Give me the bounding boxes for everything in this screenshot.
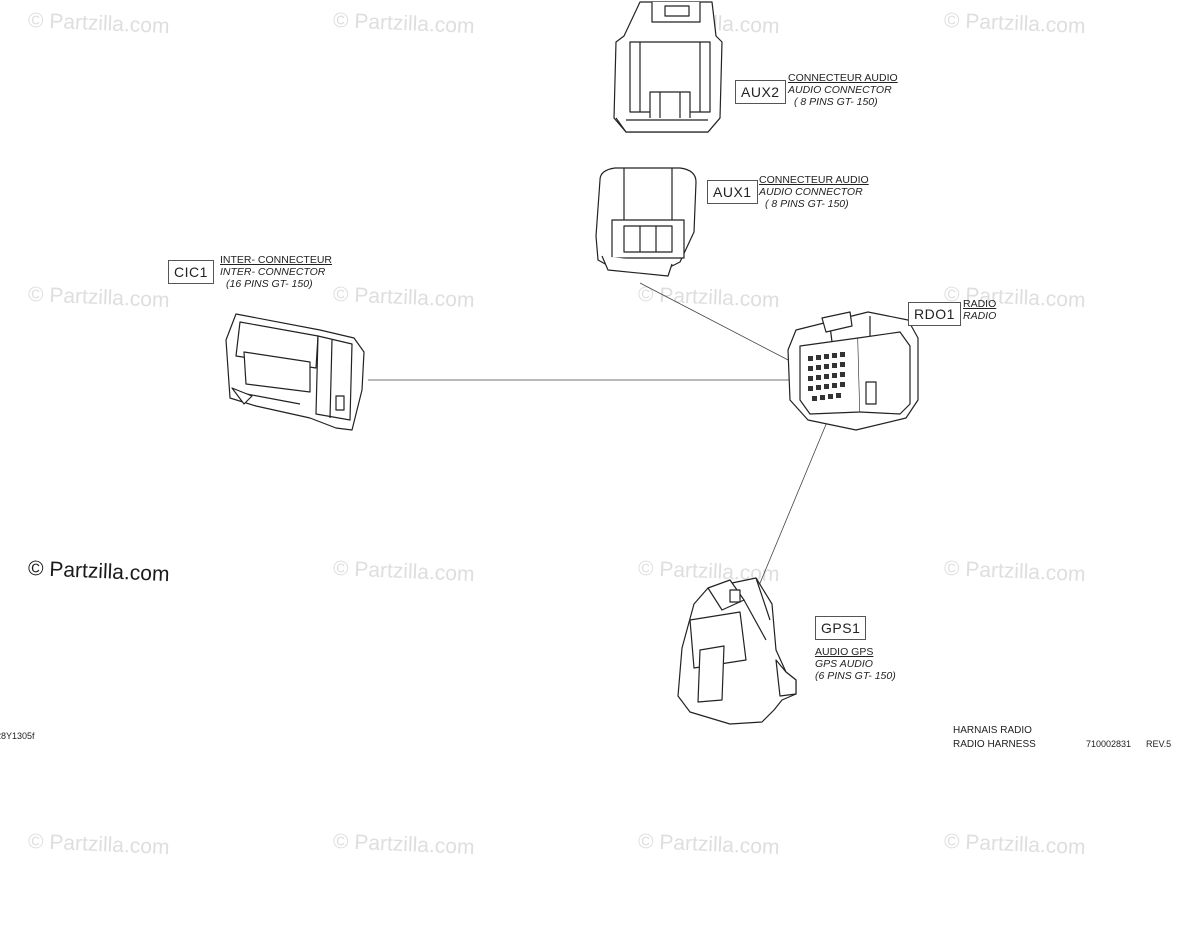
gps1-ref-box: GPS1 <box>815 616 867 640</box>
aux2-connector-drawing <box>613 1 723 133</box>
rdo1-pin-grid <box>808 352 845 401</box>
cic1-connector-drawing <box>225 313 365 431</box>
cic1-pins: (16 PINS GT- 150) <box>226 278 313 290</box>
cic1-ref-box: CIC1 <box>168 260 214 284</box>
cic1-label-en: INTER- CONNECTOR <box>220 266 326 278</box>
harness-wires <box>368 282 828 589</box>
aux2-ref-box: AUX2 <box>735 80 786 104</box>
gps1-pins: (6 PINS GT- 150) <box>815 670 896 682</box>
aux1-label-en: AUDIO CONNECTOR <box>759 186 863 198</box>
title-fr: HARNAIS RADIO <box>953 725 1032 736</box>
rdo1-label: RADIO RADIO <box>963 298 996 322</box>
rdo1-connector-drawing <box>787 311 919 431</box>
aux1-pins: ( 8 PINS GT- 150) <box>765 198 849 210</box>
rdo1-ref-box: RDO1 <box>908 302 961 326</box>
wire-aux1-rdo1 <box>639 282 793 363</box>
aux1-label-fr: CONNECTEUR AUDIO <box>759 174 869 186</box>
drawing-id: 28Y1305f <box>0 731 35 741</box>
wire-gps1-rdo1 <box>757 421 828 589</box>
aux2-label: CONNECTEUR AUDIO AUDIO CONNECTOR ( 8 PIN… <box>788 72 898 108</box>
cic1-label: INTER- CONNECTEUR INTER- CONNECTOR (16 P… <box>220 254 332 290</box>
part-number: 710002831 <box>1086 739 1132 749</box>
aux1-ref-box: AUX1 <box>707 180 758 204</box>
gps1-label: AUDIO GPS GPS AUDIO (6 PINS GT- 150) <box>815 646 896 682</box>
gps1-connector-drawing <box>677 577 797 725</box>
aux1-connector-drawing <box>595 167 697 277</box>
rdo1-label-en: RADIO <box>963 310 997 322</box>
rdo1-label-fr: RADIO <box>963 298 997 310</box>
aux2-label-en: AUDIO CONNECTOR <box>788 84 892 96</box>
gps1-label-fr: AUDIO GPS <box>815 646 874 658</box>
title-en: RADIO HARNESS <box>953 739 1036 750</box>
gps1-label-en: GPS AUDIO <box>815 658 873 670</box>
aux2-pins: ( 8 PINS GT- 150) <box>794 96 878 108</box>
cic1-label-fr: INTER- CONNECTEUR <box>220 254 332 266</box>
aux1-label: CONNECTEUR AUDIO AUDIO CONNECTOR ( 8 PIN… <box>759 174 869 210</box>
aux2-label-fr: CONNECTEUR AUDIO <box>788 72 898 84</box>
revision: REV.5 <box>1146 739 1172 749</box>
